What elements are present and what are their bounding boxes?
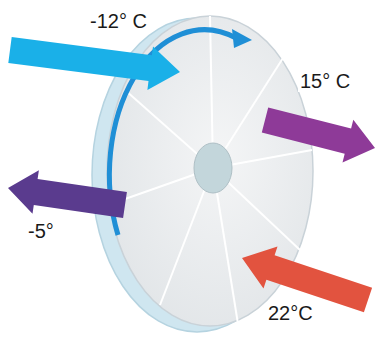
air-arrow: [8, 170, 127, 218]
air-arrow: [262, 107, 375, 162]
temperature-label: -5°: [26, 220, 56, 242]
temperature-label: 15° C: [298, 70, 352, 92]
air-arrow: [8, 37, 180, 90]
temperature-label: -12° C: [88, 10, 149, 32]
temperature-label: 22°C: [266, 302, 315, 324]
wheel-hub: [194, 143, 232, 193]
rotation-arrowhead: [232, 29, 252, 48]
